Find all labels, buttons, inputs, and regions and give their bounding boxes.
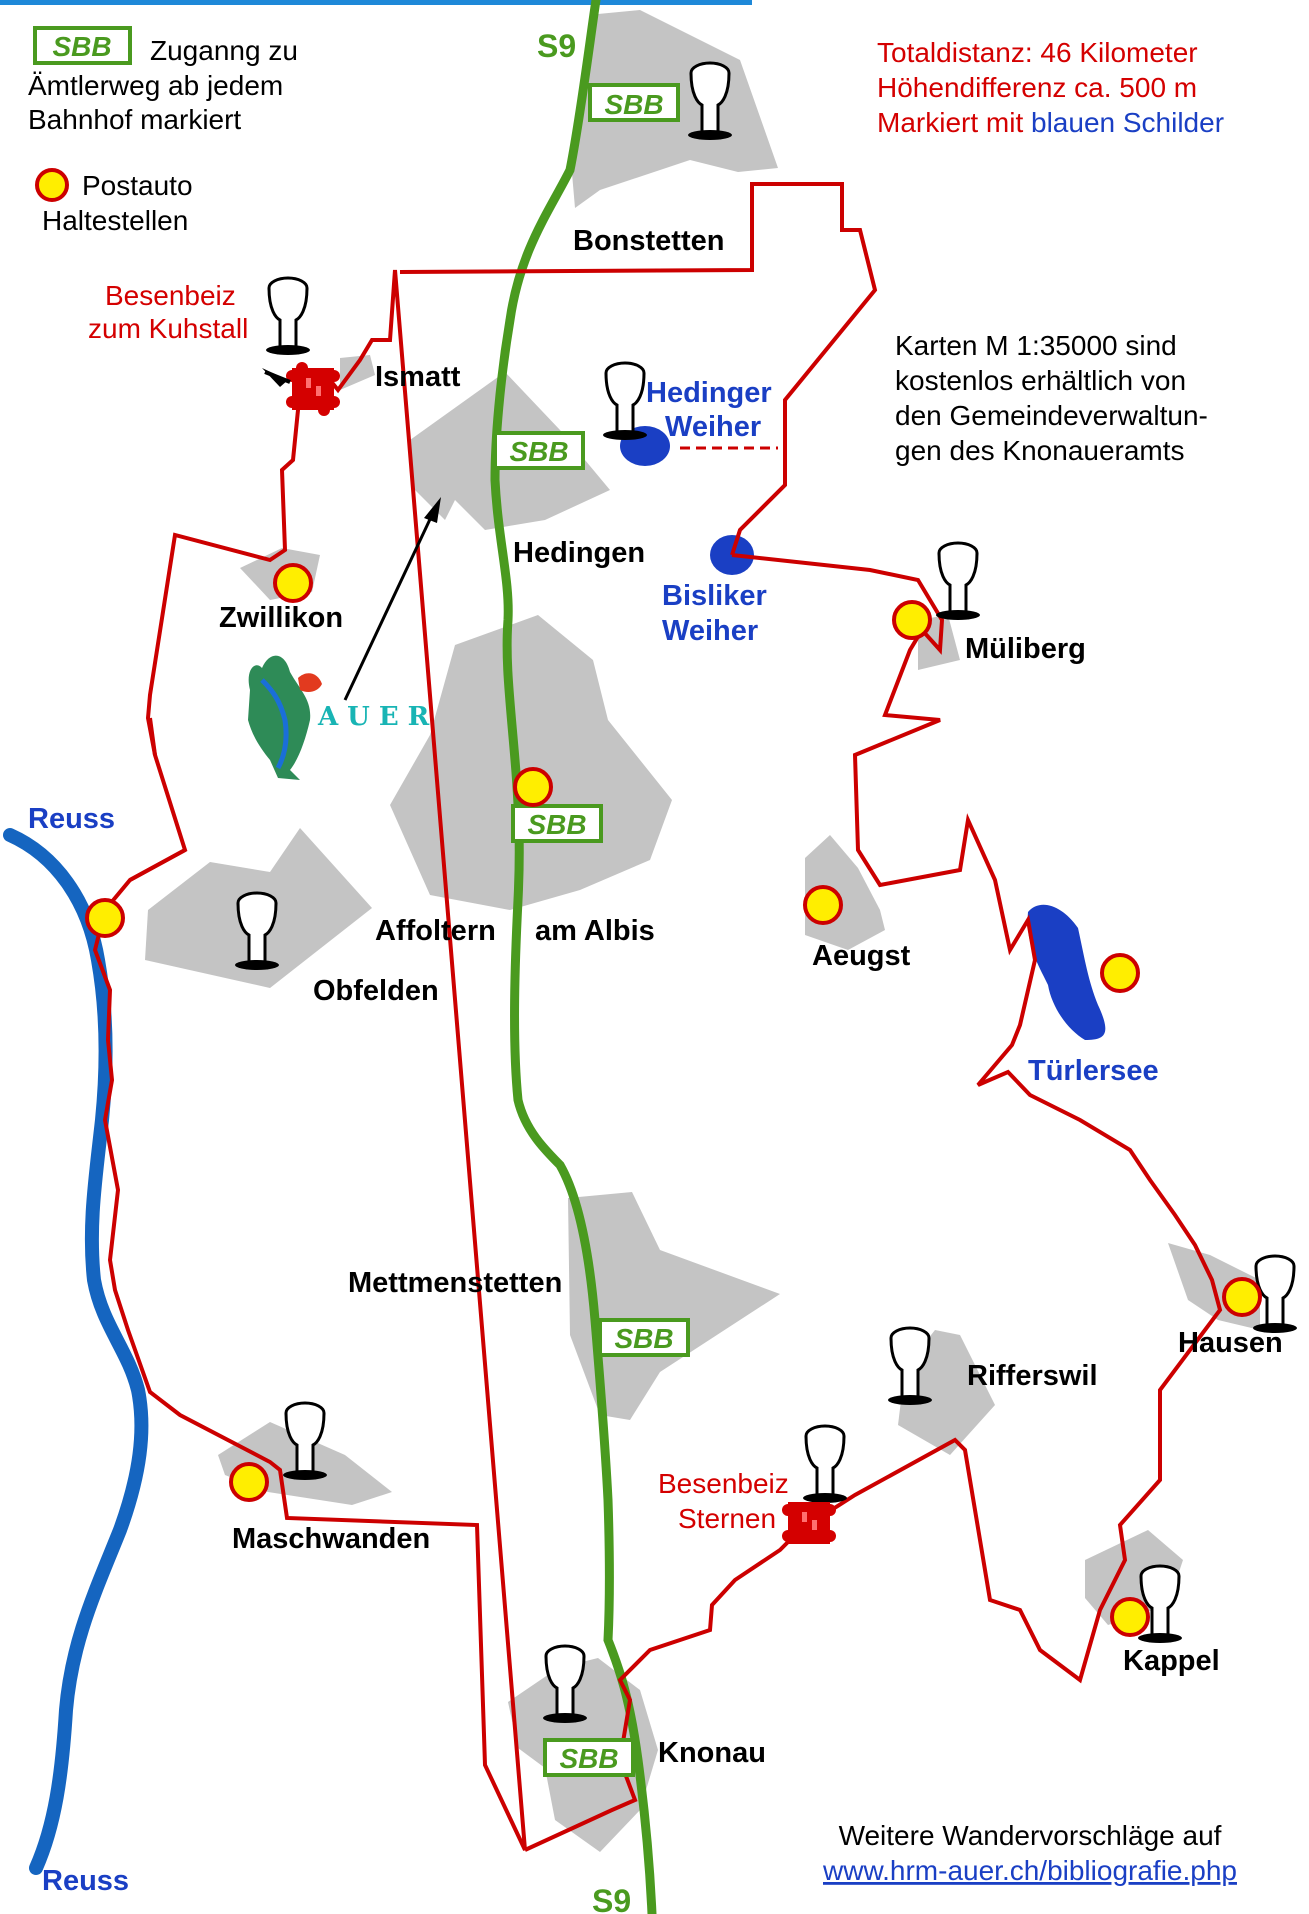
barn-icon-sternen (782, 1502, 836, 1544)
railway-s9 (490, 0, 657, 1914)
svg-text:SBB: SBB (52, 31, 111, 62)
pointer-arrow (343, 514, 434, 701)
svg-text:Markiert mit blauen Schilder: Markiert mit blauen Schilder (877, 107, 1224, 138)
label-reuss-top: Reuss (28, 803, 115, 835)
sbb-badge-bonstetten: SBB (588, 83, 680, 122)
top-bar (0, 0, 752, 5)
svg-text:Höhendifferenz ca. 500 m: Höhendifferenz ca. 500 m (877, 72, 1197, 103)
barn-icon-kuhstall (286, 362, 340, 416)
wine-glass-icon (801, 1424, 849, 1505)
svg-text:Postauto: Postauto (82, 170, 193, 201)
svg-text:SBB: SBB (527, 809, 586, 840)
bus-stop-icon (85, 898, 125, 938)
svg-text:Weitere Wandervorschläge auf: Weitere Wandervorschläge auf (839, 1820, 1222, 1851)
bus-stop-icon (803, 885, 843, 925)
svg-text:Bahnhof markiert: Bahnhof markiert (28, 104, 241, 135)
label-hedinger-weiher: Hedinger (646, 377, 772, 409)
sbb-badge-mettmenstetten: SBB (598, 1318, 690, 1357)
footer: Weitere Wandervorschläge auf (839, 1820, 1222, 1851)
bus-stops (35, 168, 1262, 1637)
town-area-mettmenstetten (568, 1192, 780, 1420)
svg-text:SBB: SBB (559, 1743, 618, 1774)
svg-text:zum Kuhstall: zum Kuhstall (88, 313, 248, 344)
svg-text:gen des Knonaueramts: gen des Knonaueramts (895, 435, 1185, 466)
sbb-badge-knonau: SBB (543, 1738, 635, 1777)
wine-glass-icon (264, 276, 312, 357)
bus-stop-icon (1100, 953, 1140, 993)
label-rifferswil: Rifferswil (967, 1360, 1098, 1392)
svg-text:den Gemeindeverwaltun-: den Gemeindeverwaltun- (895, 400, 1208, 431)
label-am-albis: am Albis (535, 915, 655, 947)
svg-text:Haltestellen: Haltestellen (42, 205, 188, 236)
label-mettmenstetten: Mettmenstetten (348, 1267, 562, 1299)
svg-text:Weiher: Weiher (665, 411, 761, 443)
svg-text:Besenbeiz: Besenbeiz (658, 1468, 789, 1499)
label-knonau: Knonau (658, 1737, 766, 1769)
sbb-badge-hedingen: SBB (493, 431, 585, 470)
besenbeiz-markers (262, 362, 836, 1544)
svg-text:Zuganng zu: Zuganng zu (150, 35, 298, 66)
inn-labels: Besenbeiz zum Kuhstall Besenbeiz Sternen (88, 280, 789, 1534)
svg-text:SBB: SBB (614, 1323, 673, 1354)
label-obfelden: Obfelden (313, 975, 439, 1007)
wine-glass-icon (934, 541, 982, 622)
place-labels: Bonstetten Ismatt Hedingen Zwillikon Aff… (219, 225, 1283, 1769)
svg-text:Sternen: Sternen (678, 1503, 776, 1534)
svg-text:www.hrm-auer.ch/bibliografie.p: www.hrm-auer.ch/bibliografie.php (822, 1855, 1237, 1886)
bird-logo-icon (248, 655, 311, 780)
bus-stop-icon (229, 1462, 269, 1502)
svg-text:SBB: SBB (604, 89, 663, 120)
bus-stop-icon (1110, 1597, 1150, 1637)
river-reuss (3, 828, 149, 1875)
town-area-ismatt (340, 355, 375, 390)
svg-text:AUER: AUER (317, 702, 438, 732)
label-hedingen: Hedingen (513, 537, 645, 569)
sbb-badge-legend: SBB (33, 26, 132, 65)
town-areas (145, 10, 1260, 1852)
legend: Zuganng zu Ämtlerweg ab jedem Bahnhof ma… (28, 35, 298, 236)
arrow-head-icon (424, 497, 441, 523)
label-kappel: Kappel (1123, 1645, 1220, 1677)
bus-stop-icon (1222, 1277, 1262, 1317)
auer-logo: AUER (248, 497, 441, 780)
svg-text:Totaldistanz: 46 Kilometer: Totaldistanz: 46 Kilometer (877, 37, 1198, 68)
water-labels: Reuss Reuss Hedinger Weiher Bisliker Wei… (28, 377, 1159, 1897)
label-tuerlersee: Türlersee (1028, 1055, 1159, 1087)
sbb-badge-affoltern: SBB (511, 804, 603, 843)
svg-text:SBB: SBB (509, 436, 568, 467)
svg-text:Ämtlerweg ab jedem: Ämtlerweg ab jedem (28, 70, 283, 101)
bus-stop-icon (35, 168, 69, 202)
svg-text:Weiher: Weiher (662, 615, 758, 647)
label-bisliker-weiher: Bisliker (662, 580, 767, 612)
s9-label-top: S9 (537, 28, 576, 64)
s9-label-bottom: S9 (592, 1883, 631, 1914)
label-zwillikon: Zwillikon (219, 602, 343, 634)
bus-stop-icon (892, 600, 932, 640)
label-bonstetten: Bonstetten (573, 225, 724, 257)
label-ismatt: Ismatt (375, 361, 461, 393)
tuerlersee-lake (1027, 904, 1106, 1040)
label-hausen: Hausen (1178, 1327, 1283, 1359)
label-maschwanden: Maschwanden (232, 1523, 430, 1555)
label-aeugst: Aeugst (812, 940, 911, 972)
label-reuss-bottom: Reuss (42, 1865, 129, 1897)
label-affoltern: Affoltern (375, 915, 496, 947)
bibliography-link[interactable]: www.hrm-auer.ch/bibliografie.php (822, 1855, 1237, 1886)
sbb-badges: SBB SBB SBB SBB SBB SBB (33, 26, 690, 1777)
bus-stop-icon (513, 767, 553, 807)
town-area-affoltern (390, 615, 672, 910)
label-mueliberg: Müliberg (965, 633, 1086, 665)
svg-text:Besenbeiz: Besenbeiz (105, 280, 236, 311)
maps-note: Karten M 1:35000 sind kostenlos erhältli… (895, 330, 1208, 466)
bus-stop-icon (273, 563, 313, 603)
svg-text:Karten M 1:35000 sind: Karten M 1:35000 sind (895, 330, 1177, 361)
svg-text:kostenlos erhältlich von: kostenlos erhältlich von (895, 365, 1186, 396)
route-info: Totaldistanz: 46 Kilometer Höhendifferen… (877, 37, 1224, 138)
